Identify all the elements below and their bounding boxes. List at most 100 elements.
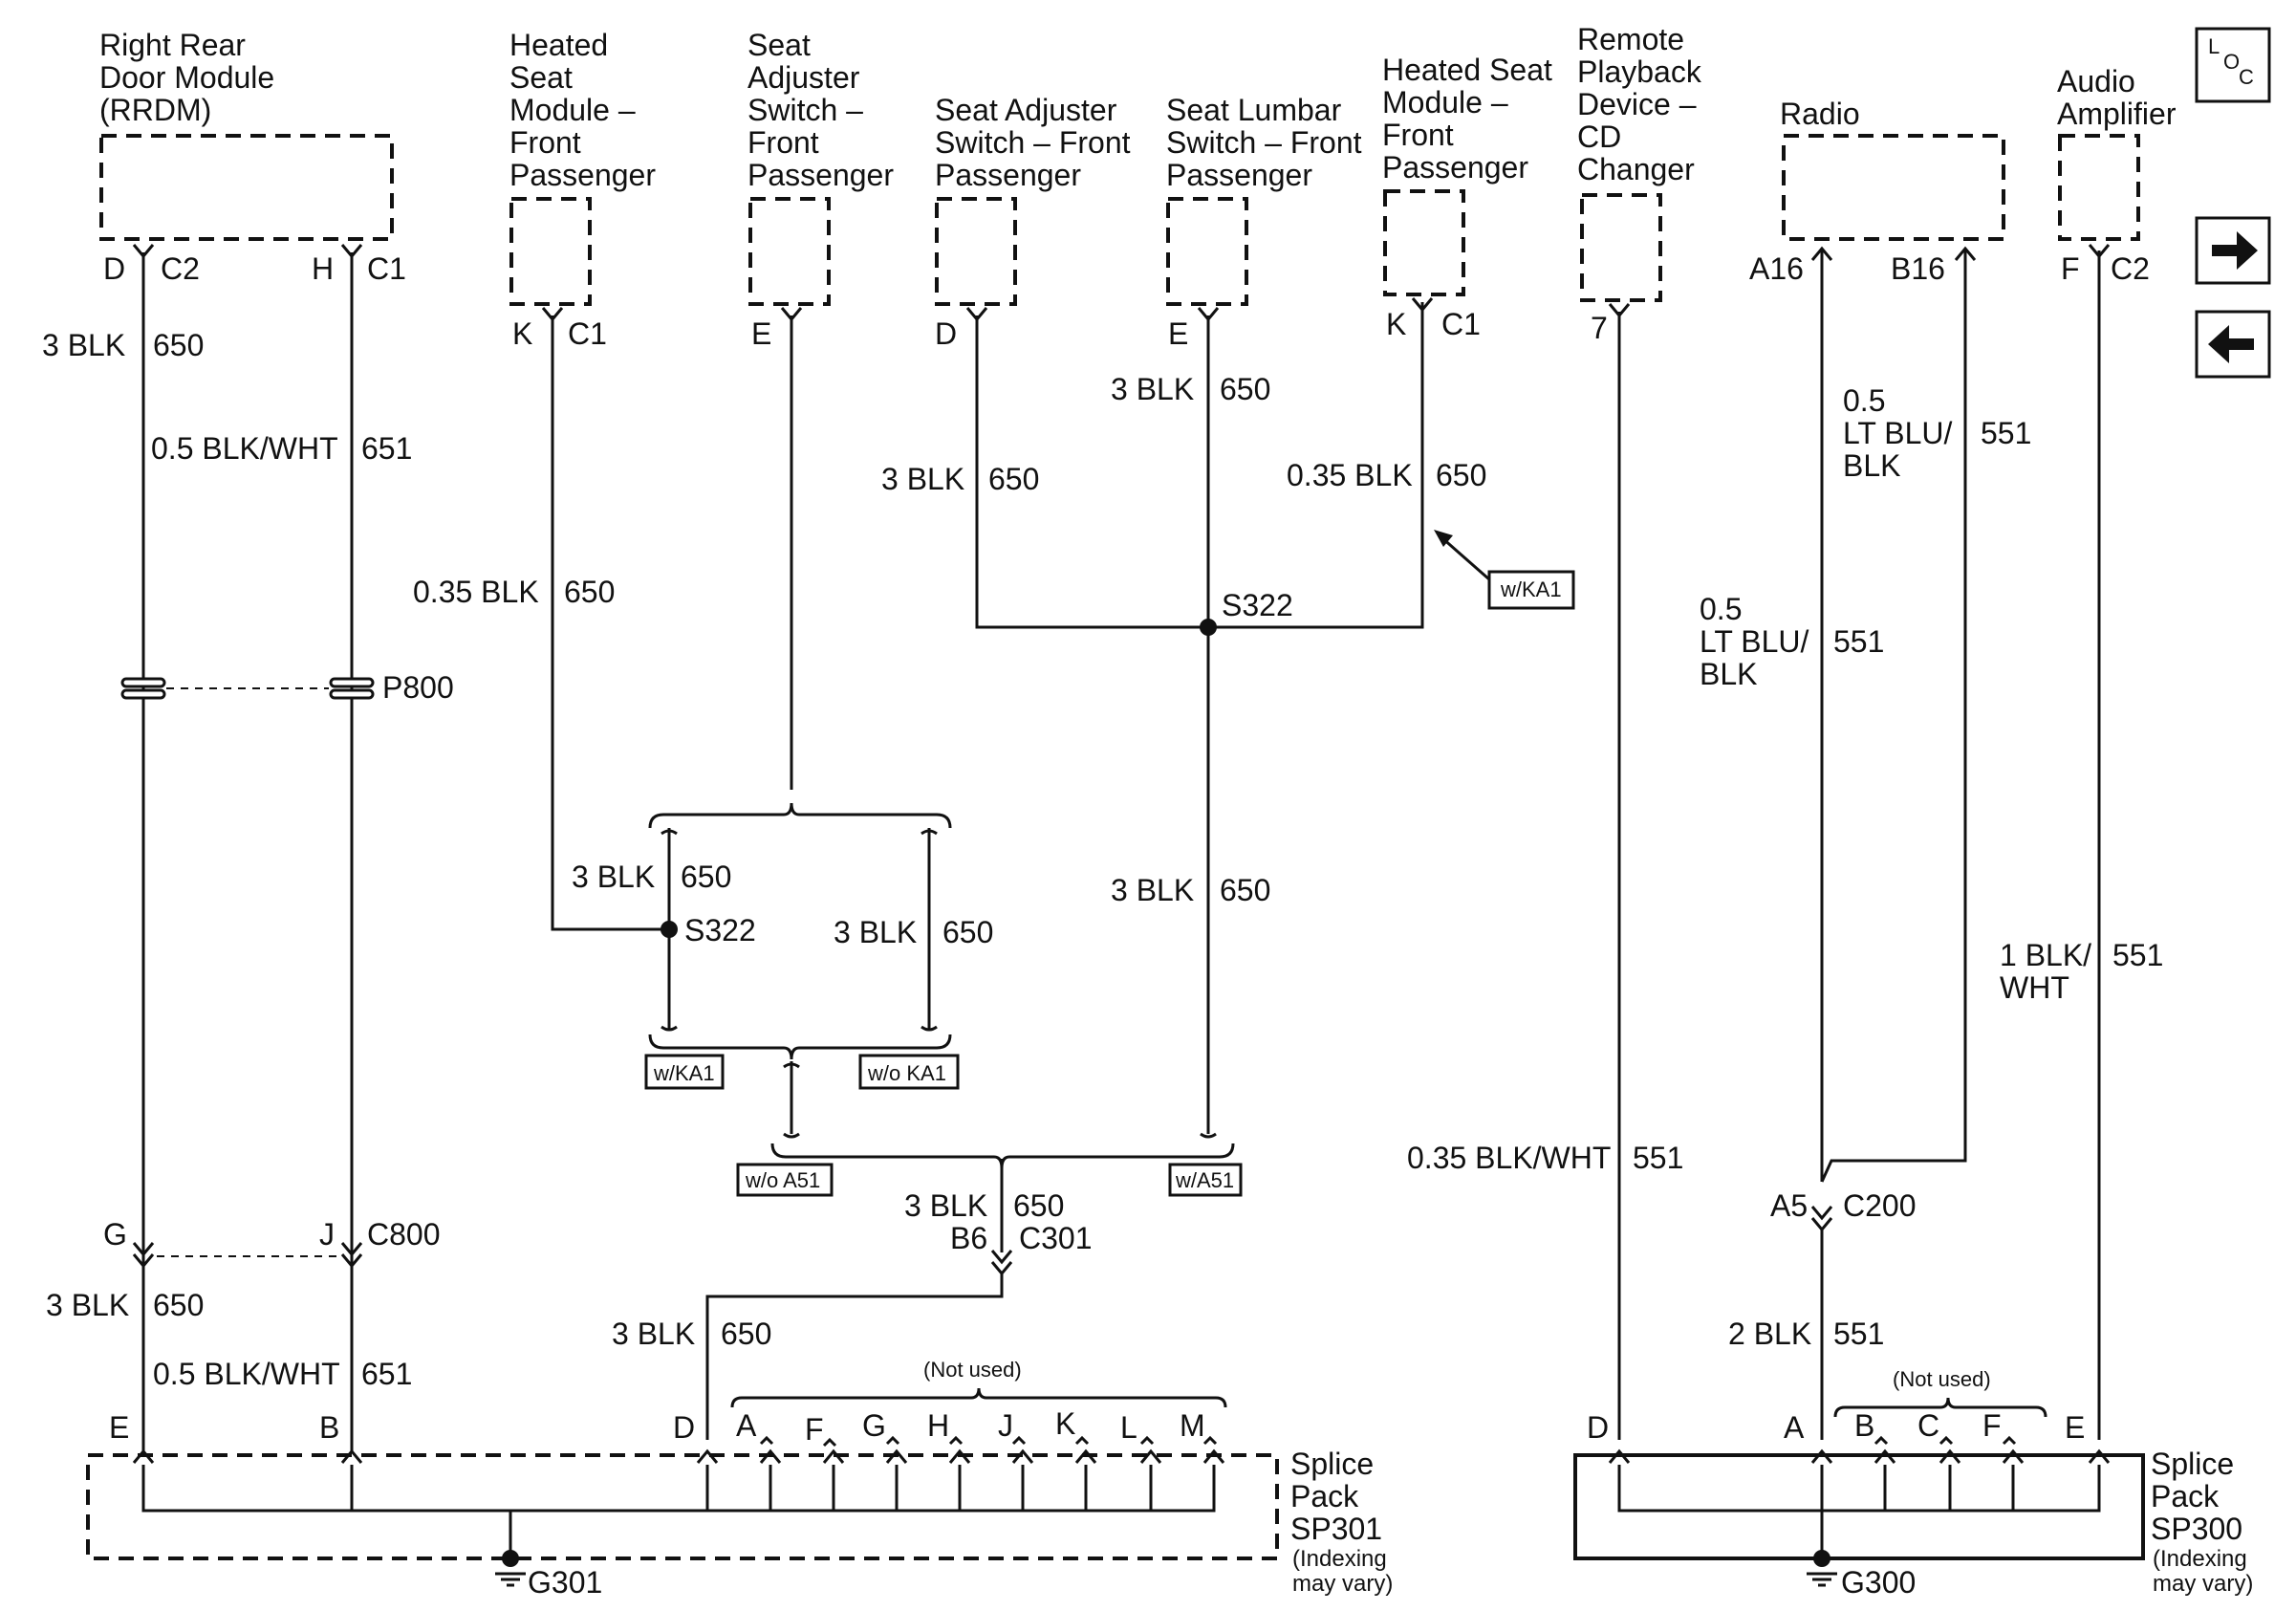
rpd-title-3: Device – xyxy=(1577,87,1697,121)
sp300-pin-f: F xyxy=(1982,1408,2002,1443)
rpd-title-2: Playback xyxy=(1577,54,1702,89)
sp300-hat-f xyxy=(2002,1435,2017,1446)
w15-circuit: 551 xyxy=(1833,624,1884,659)
w5-circuit: 650 xyxy=(1220,372,1270,406)
sp301-pin-d: D xyxy=(673,1410,695,1445)
wire-labels: 3 BLK 650 0.5 BLK/WHT 651 0.35 BLK 650 3… xyxy=(42,328,2163,1391)
sp301-pin-k: K xyxy=(1055,1406,1075,1441)
connector-c200: A5 C200 xyxy=(1770,1188,1917,1232)
hsm1-title-2: Seat xyxy=(509,60,573,95)
w16-color-1: 0.5 xyxy=(1843,383,1885,418)
w10-circuit: 650 xyxy=(1013,1188,1064,1223)
loc-button[interactable]: L O C xyxy=(2195,27,2271,103)
tick-sas1 xyxy=(780,307,803,322)
w2-circuit: 651 xyxy=(361,431,412,466)
w16-color-2: LT BLU/ xyxy=(1843,416,1953,450)
sp301-arrows-unused xyxy=(759,1448,1225,1464)
sls-title-2: Switch – Front xyxy=(1166,125,1362,160)
radio-box xyxy=(1782,134,2005,241)
sas1-box xyxy=(748,197,831,306)
bracket-left-hook-bottom xyxy=(661,1025,678,1032)
w15-color-1: 0.5 xyxy=(1700,592,1742,626)
wire-hsm1 xyxy=(551,316,669,931)
pin-rrdm-c1: C1 xyxy=(367,251,406,286)
option-woka1: w/o KA1 xyxy=(867,1061,946,1085)
terminal-ticks xyxy=(132,244,2111,322)
sp300-note-2: may vary) xyxy=(2153,1571,2253,1597)
sas2-title-1: Seat Adjuster xyxy=(935,93,1117,127)
pin-radio-b16: B16 xyxy=(1891,251,1945,286)
p800-pin-left-bottom xyxy=(120,688,166,700)
rrdm-title-2: Door Module xyxy=(99,60,274,95)
option-wa51-box xyxy=(1168,1163,1243,1197)
sp300-arrows xyxy=(1608,1448,2111,1464)
stub-hook-bottom xyxy=(783,1132,800,1139)
splice-s322-top-dot xyxy=(1200,619,1217,636)
sp301-ground-dot xyxy=(502,1550,519,1567)
previous-page-button[interactable] xyxy=(2195,310,2271,379)
amp-title-1: Audio xyxy=(2057,64,2135,98)
c301-pin-b6: B6 xyxy=(950,1221,987,1255)
sls-box xyxy=(1166,197,1248,306)
c200-pin-a5: A5 xyxy=(1770,1188,1808,1223)
component-radio: Radio xyxy=(1780,97,2005,241)
sas1-title-5: Passenger xyxy=(747,158,894,192)
sp301-box xyxy=(86,1453,1279,1560)
sls-title-1: Seat Lumbar xyxy=(1166,93,1342,127)
w18-circuit: 551 xyxy=(1833,1317,1884,1351)
sp301-not-used: (Not used) xyxy=(923,1358,1022,1382)
splice-s322-top-label: S322 xyxy=(1222,588,1293,622)
rrdm-title-3: (RRDM) xyxy=(99,93,211,127)
c800-pin-j: J xyxy=(319,1217,335,1252)
next-page-button[interactable] xyxy=(2195,216,2271,285)
connector-p800: P800 xyxy=(120,670,454,705)
sp300-pin-c: C xyxy=(1917,1408,1939,1443)
arrow-right-icon xyxy=(2212,231,2258,270)
c301-label: C301 xyxy=(1019,1221,1093,1255)
c200-label: C200 xyxy=(1843,1188,1917,1223)
option-wka1-a-box xyxy=(1487,570,1575,610)
rpd-box xyxy=(1580,193,1662,302)
sas2-title-2: Switch – Front xyxy=(935,125,1131,160)
sp300-box xyxy=(1573,1453,2145,1560)
c800-pin-g: G xyxy=(103,1217,127,1252)
sp301-bus xyxy=(141,1465,1216,1513)
p800-label: P800 xyxy=(382,670,454,705)
sp301-pin-m: M xyxy=(1180,1408,1205,1443)
w8-circuit: 650 xyxy=(942,915,993,949)
w13-color: 3 BLK xyxy=(612,1317,695,1351)
pin-sls-e: E xyxy=(1168,316,1188,351)
option-wka1-a-leader xyxy=(1440,535,1490,581)
w5-color: 3 BLK xyxy=(1111,372,1194,406)
p800-pin-left-top xyxy=(120,677,166,688)
w15-color-2: LT BLU/ xyxy=(1700,624,1809,659)
hsm1-title-3: Module – xyxy=(509,93,636,127)
bracket-bottom xyxy=(648,1034,952,1060)
sp301-drops xyxy=(350,1465,1153,1511)
w2-color: 0.5 BLK/WHT xyxy=(151,431,338,466)
pin-sas2-d: D xyxy=(935,316,957,351)
sp301-hat-k xyxy=(1074,1435,1090,1446)
hsm2-title-2: Module – xyxy=(1382,85,1508,120)
sp301-note-2: may vary) xyxy=(1292,1571,1393,1597)
pin-amp-c2: C2 xyxy=(2111,251,2150,286)
pin-amp-f: F xyxy=(2061,251,2080,286)
sls-hook-bottom xyxy=(1200,1132,1217,1139)
sp301-ground-label: G301 xyxy=(528,1565,602,1600)
w6-color: 0.35 BLK xyxy=(1287,458,1413,492)
sp300-hat-c xyxy=(1939,1435,1954,1446)
w16-color-3: BLK xyxy=(1843,448,1900,483)
sp300-hat-b xyxy=(1874,1435,1889,1446)
sas1-title-1: Seat xyxy=(747,28,811,62)
rpd-title-1: Remote xyxy=(1577,22,1684,56)
wire-c301-to-sp301 xyxy=(705,1272,1004,1440)
loc-letter-o: O xyxy=(2223,50,2240,74)
sp300-pin-b: B xyxy=(1854,1408,1874,1443)
